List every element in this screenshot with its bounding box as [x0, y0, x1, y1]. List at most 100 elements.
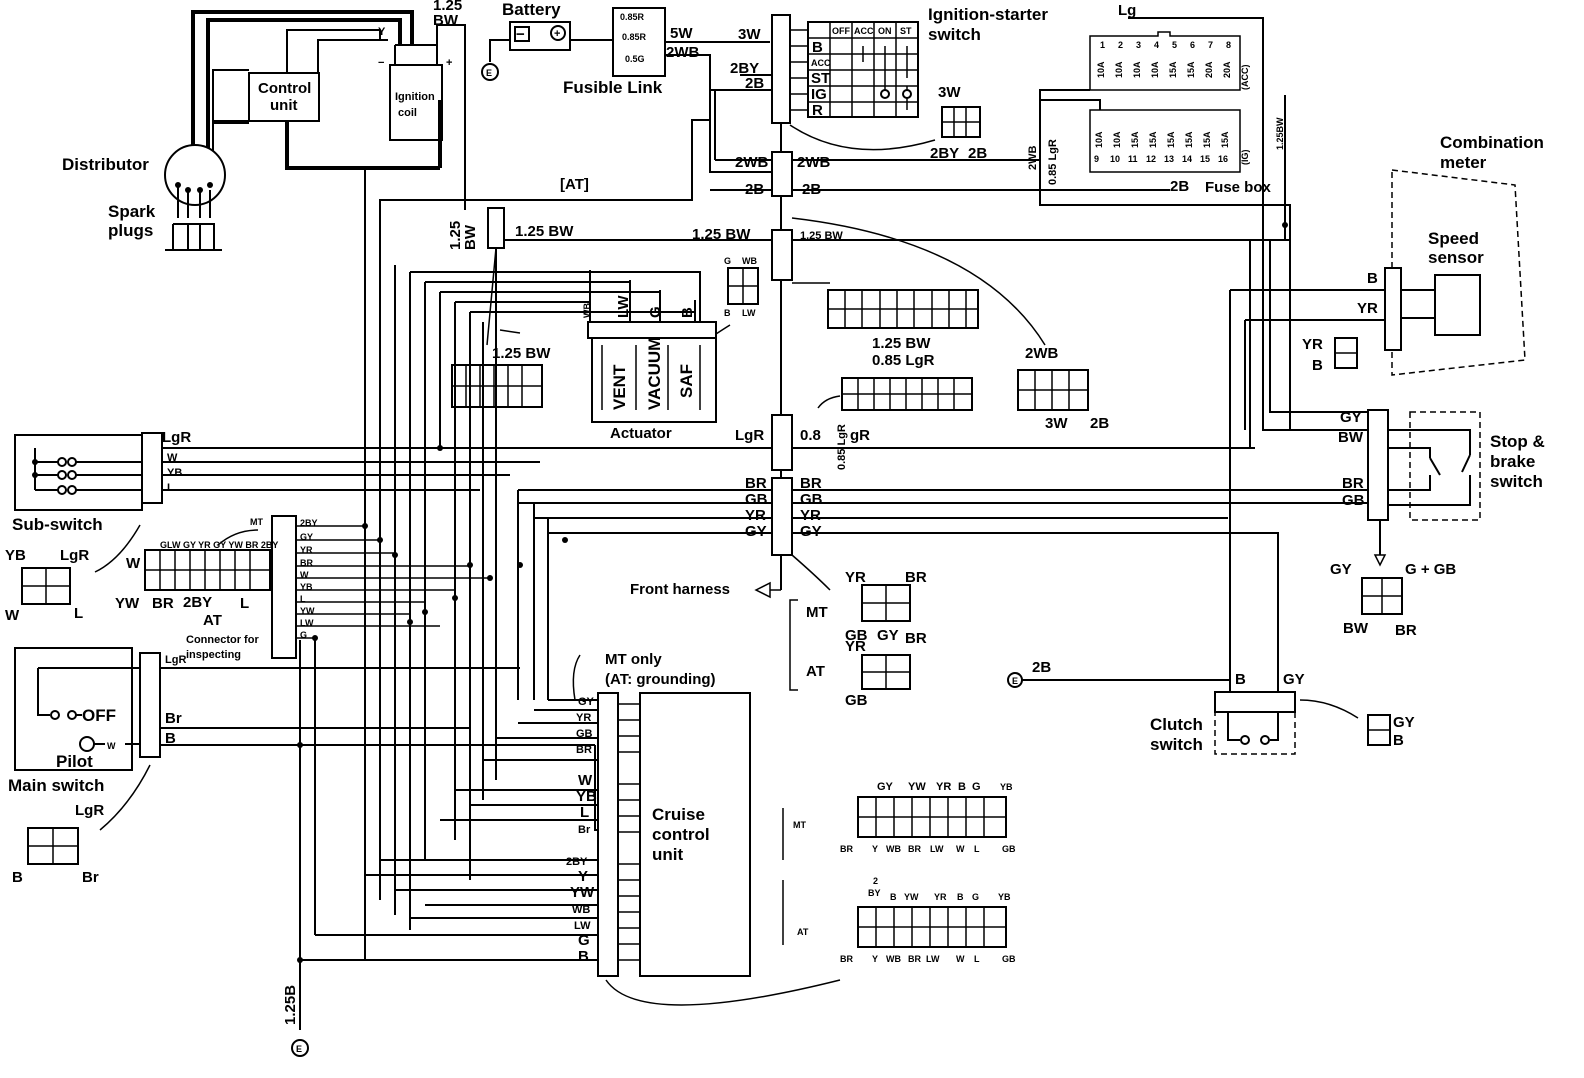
mtc-bot-8: GB	[1002, 844, 1016, 854]
actuator: VENT VACUUM SAF Actuator WB LW G B 1.25 …	[447, 207, 731, 442]
control-unit-label-2: unit	[270, 97, 298, 114]
stop-brake-switch: GY BW BR GB Stop & brake switch GY G + G…	[1269, 240, 1545, 639]
fuse-ig-tag: (IG)	[1240, 150, 1250, 166]
pilot-label: Pilot	[56, 752, 93, 771]
ccu-pin-wb: WB	[572, 904, 590, 916]
fuse-r7: 20A	[1204, 61, 1214, 78]
atc-top-8: YB	[998, 892, 1011, 902]
atc-top-6: B	[957, 892, 964, 902]
spine-125bw-r: 1.25 BW	[800, 230, 843, 242]
speed-yr: YR	[1357, 300, 1378, 317]
ccu-label-1: Cruise	[652, 805, 705, 824]
insp-mt: MT	[250, 517, 263, 527]
h-gy-l: GY	[745, 523, 767, 540]
subconn-l: L	[74, 605, 83, 622]
insp-label-2: inspecting	[186, 649, 241, 661]
mtc-bot-6: W	[956, 844, 965, 854]
ins-pin-4: BR	[300, 558, 313, 568]
conn20-label-1: 1.25 BW	[872, 335, 931, 352]
fuse-box: Lg 1 2 3 4 5 6 7 8 10A 10A 10A 10A 15A 1…	[1027, 2, 1360, 431]
fuse-n2: 2	[1118, 40, 1123, 50]
ins-pin-8: YW	[300, 606, 315, 616]
ign-switch-label-1: Ignition-starter	[928, 5, 1048, 24]
ccu-ground-label: 1.25B	[282, 985, 299, 1025]
fuse-r2: 10A	[1114, 61, 1124, 78]
speed-sensor-label-2: sensor	[1428, 248, 1484, 267]
conn4-2b: 2B	[1090, 415, 1109, 432]
ign-row-acc: ACC	[811, 58, 831, 68]
fuse-r5: 15A	[1168, 61, 1178, 78]
sub-lgr: LgR	[162, 429, 191, 446]
fh-at: AT	[806, 663, 825, 680]
coil-plus-label: +	[446, 57, 452, 69]
actuator-saf: SAF	[677, 364, 696, 398]
bw125-left-label: 1.25 BW	[515, 223, 574, 240]
mt-gb: GB	[845, 627, 868, 644]
ign-col-st: ST	[900, 26, 912, 36]
fuse-n1: 1	[1100, 40, 1105, 50]
at-yr: YR	[845, 638, 866, 655]
mt-only-label-1: MT only	[605, 651, 662, 668]
stopconn-gy: GY	[1330, 561, 1352, 578]
actuator-vent: VENT	[610, 364, 629, 410]
main-switch-label: Main switch	[8, 776, 104, 795]
coil-wire-label-1: 1.25	[433, 0, 462, 14]
fuse-n4: 4	[1154, 40, 1159, 50]
atc-top-4: YW	[904, 892, 919, 902]
spark-plugs-label-1: Spark	[108, 202, 156, 221]
ccu-conn-at: AT	[797, 927, 809, 937]
mtc-bot-7: L	[974, 844, 980, 854]
act-conn-wb: WB	[742, 256, 757, 266]
stopconn-bw: BW	[1343, 620, 1369, 637]
inspect-pin-labels: 2BY GY YR BR W YB L YW LW G	[300, 518, 318, 640]
act-conn-lw: LW	[742, 308, 756, 318]
fuse-125bw-vert: 1.25BW	[1275, 117, 1285, 150]
subconn-w: W	[5, 607, 20, 624]
main-lgr-r: 0.8	[800, 427, 821, 444]
insp-br: BR	[152, 595, 174, 612]
distributor	[164, 144, 226, 206]
ignition-coil-label-2: coil	[398, 107, 417, 119]
main-switch: OFF W Pilot Main switch LgR Br B LgR B B…	[8, 647, 595, 886]
spine-2b-l: 2B	[745, 181, 764, 198]
subconn-yb: YB	[5, 547, 26, 564]
mtc-top-3: YR	[936, 781, 951, 793]
fuse-r16: 15A	[1220, 131, 1230, 148]
ins-pin-3: YR	[300, 545, 313, 555]
spine-2b-r: 2B	[802, 181, 821, 198]
speed-b: B	[1367, 270, 1378, 287]
fl-val-1: 0.85R	[620, 12, 645, 22]
atc-top-5: YR	[934, 892, 947, 902]
atc-top-2: BY	[868, 888, 881, 898]
control-unit	[248, 72, 320, 122]
h-gy-r: GY	[800, 523, 822, 540]
fuse-top-row: 1 2 3 4 5 6 7 8 10A 10A 10A 10A 15A 15A …	[1096, 40, 1250, 90]
act-conn-b: B	[724, 308, 731, 318]
h-yr-r: YR	[800, 507, 821, 524]
fuse-r1: 10A	[1096, 61, 1106, 78]
mtc-top-4: B	[958, 781, 966, 793]
main-br: Br	[165, 710, 182, 727]
h-gb-l: GB	[745, 491, 768, 508]
ccu-pin-w: W	[578, 772, 593, 789]
ccu-pin-yr: YR	[576, 712, 591, 724]
coil-minus-label: −	[378, 57, 384, 69]
conn20-label-2: 0.85 LgR	[872, 352, 935, 369]
ins-pin-1: 2BY	[300, 518, 318, 528]
fuse-acc-tag: (ACC)	[1240, 65, 1250, 91]
stopconn-br: BR	[1395, 622, 1417, 639]
fuse-r9: 10A	[1094, 131, 1104, 148]
fuse-lg-label: Lg	[1118, 2, 1136, 19]
atc-bot-5: LW	[926, 954, 940, 964]
insp-2by: 2BY	[183, 594, 212, 611]
clutch-label-2: switch	[1150, 735, 1203, 754]
mid-connectors: 1.25 BW 0.85 LgR 2WB 3W 2B G WB B LW	[724, 256, 1109, 432]
ign-col-off: OFF	[832, 26, 850, 36]
ign-row-ig: IG	[811, 86, 827, 103]
mt-yr: YR	[845, 569, 866, 586]
clutchconn-b: B	[1393, 732, 1404, 749]
mt-at-connectors: MT AT YR BR GB GY BR YR GB	[789, 569, 927, 709]
sub-switch-label: Sub-switch	[12, 515, 103, 534]
ccu-pin-yw: YW	[570, 884, 595, 901]
spine-125bw-l: 1.25 BW	[692, 226, 751, 243]
